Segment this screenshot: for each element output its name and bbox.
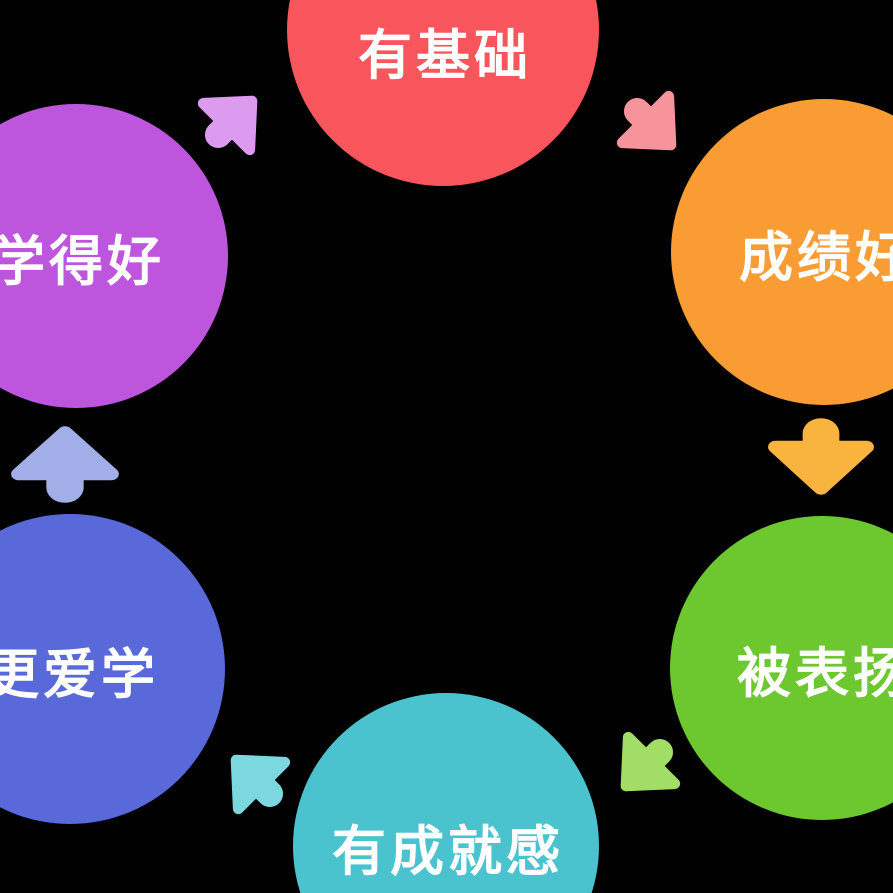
node-sense-of-achievement-label: 有成就感 xyxy=(332,821,564,882)
node-learns-well-label: 学得好 xyxy=(0,231,165,292)
arrow-down-left-icon xyxy=(591,711,701,821)
arrow-up-right-icon xyxy=(177,66,287,176)
node-good-grades: 成绩好 xyxy=(671,99,893,405)
node-has-foundation-label: 有基础 xyxy=(358,25,532,86)
node-gets-praised: 被表扬 xyxy=(670,516,893,820)
arrow-down-icon xyxy=(767,411,875,501)
node-has-foundation: 有基础 xyxy=(287,0,599,186)
arrow-up-icon xyxy=(10,420,120,510)
node-sense-of-achievement: 有成就感 xyxy=(293,693,599,893)
node-gets-praised-label: 被表扬 xyxy=(737,643,893,704)
arrow-up-left-icon xyxy=(201,725,311,835)
arrow-down-right-icon xyxy=(596,70,706,180)
node-good-grades-label: 成绩好 xyxy=(739,227,893,288)
node-learns-well: 学得好 xyxy=(0,104,228,408)
node-loves-learning-more: 更爱学 xyxy=(0,514,225,824)
node-loves-learning-more-label: 更爱学 xyxy=(0,644,159,705)
